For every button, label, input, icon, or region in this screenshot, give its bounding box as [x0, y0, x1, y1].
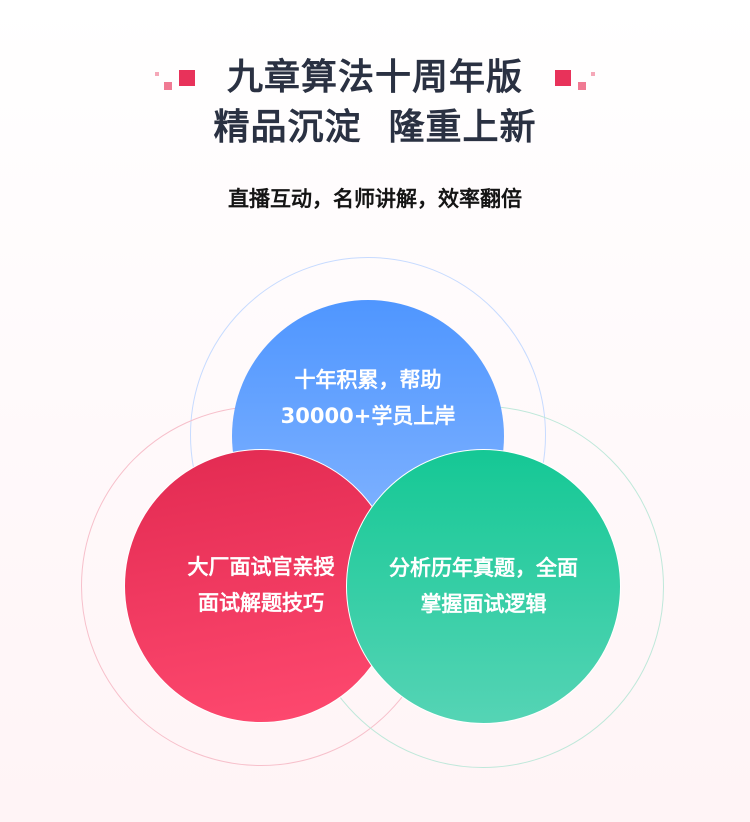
deco-square-big	[179, 70, 195, 86]
page-subtitle: 直播互动，名师讲解，效率翻倍	[228, 187, 522, 211]
feature-text-line: 分析历年真题，全面	[389, 555, 578, 580]
deco-square-tiny	[591, 72, 595, 76]
feature-circle-past-questions: 分析历年真题，全面 掌握面试逻辑	[346, 449, 621, 724]
deco-square-tiny	[155, 72, 159, 76]
feature-text-line: 面试解题技巧	[198, 591, 324, 615]
square-dots-right-icon	[550, 66, 600, 96]
feature-text-line: 十年积累，帮助	[294, 368, 442, 392]
feature-text-line: 大厂面试官亲授	[187, 555, 335, 579]
deco-square-big	[555, 70, 571, 86]
page-title-secondary: 精品沉淀 隆重上新	[213, 107, 537, 148]
page-title: 九章算法十周年版	[226, 57, 523, 98]
feature-text-line: 掌握面试逻辑	[420, 591, 547, 616]
square-dots-left-icon	[150, 66, 200, 96]
feature-text-line: 30000+学员上岸	[280, 404, 456, 428]
deco-square-mid	[578, 82, 586, 90]
deco-square-mid	[164, 82, 172, 90]
